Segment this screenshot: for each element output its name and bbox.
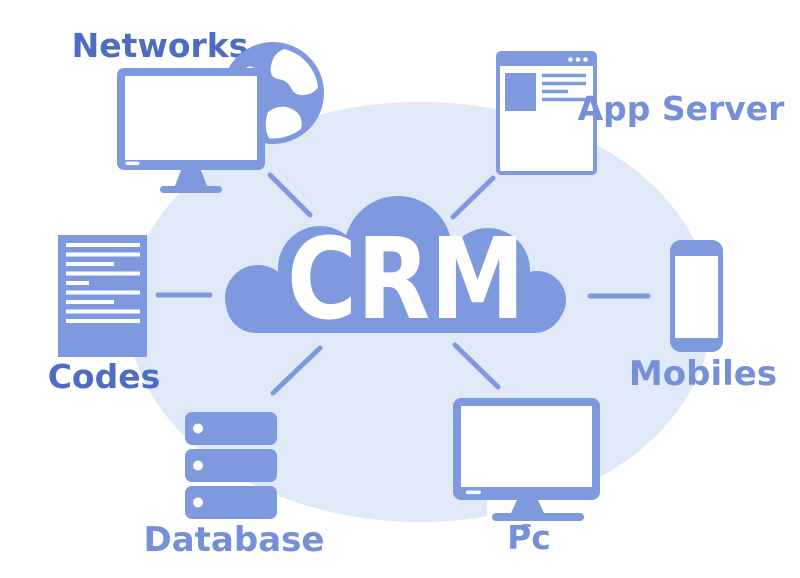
connector-app-server (450, 175, 496, 220)
monitor-icon (117, 68, 265, 193)
node-codes: Codes (48, 235, 161, 396)
networks-label: Networks (72, 26, 249, 65)
crm-label: CRM (287, 215, 525, 345)
smartphone-icon (670, 240, 723, 352)
database-label: Database (144, 520, 325, 560)
connector-database (270, 345, 323, 396)
connector-networks (267, 172, 313, 218)
node-mobiles: Mobiles (629, 240, 777, 394)
app-server-label: App Server (578, 89, 786, 128)
node-database: Database (144, 412, 325, 560)
crm-cloud: CRM (225, 196, 566, 345)
connector-lines (155, 172, 651, 396)
connector-pc (452, 342, 501, 390)
code-document-icon (58, 235, 147, 357)
node-app-server: App Server (496, 51, 786, 175)
server-stack-icon (185, 412, 277, 519)
browser-window-icon (496, 51, 597, 175)
desktop-monitor-icon (453, 398, 600, 527)
mobiles-label: Mobiles (629, 354, 777, 394)
node-pc: Pc (453, 398, 600, 557)
pc-label: Pc (507, 518, 551, 557)
cloud-shape-icon (225, 196, 566, 333)
node-networks: Networks (72, 26, 324, 193)
codes-label: Codes (48, 357, 161, 396)
